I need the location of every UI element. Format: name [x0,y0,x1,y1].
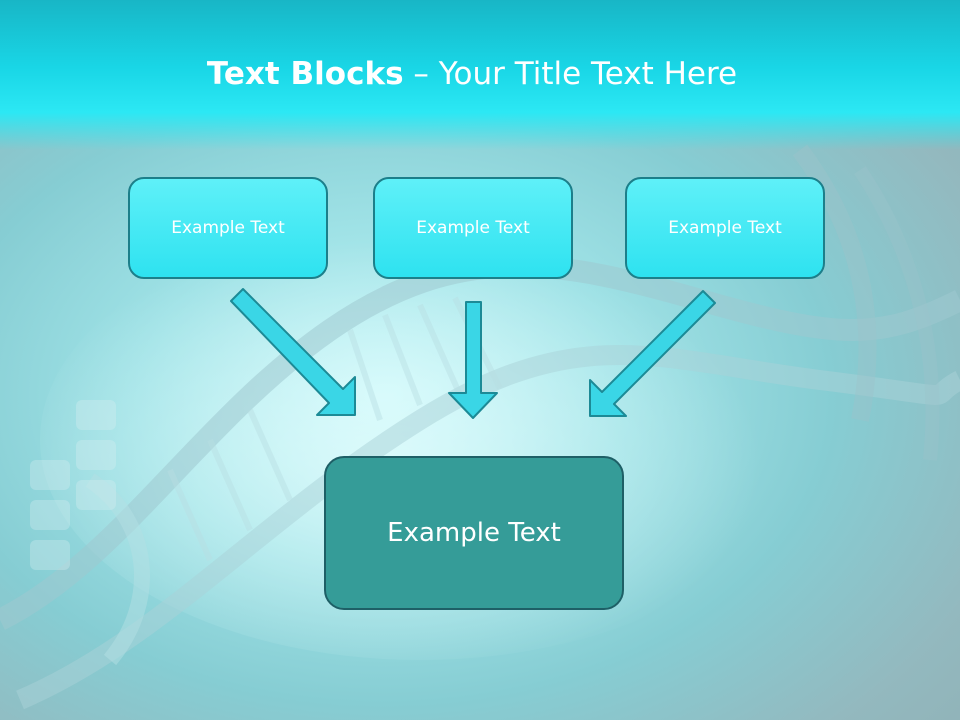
text-block-bottom-label: Example Text [387,518,561,548]
text-block-right-label: Example Text [668,218,782,238]
text-block-center-label: Example Text [416,218,530,238]
text-block-bottom[interactable]: Example Text [324,456,624,610]
text-block-right[interactable]: Example Text [625,177,825,279]
title-bold: Text Blocks [206,56,404,92]
text-block-left[interactable]: Example Text [128,177,328,279]
title-separator: – [403,56,439,92]
title-rest: Your Title Text Here [438,56,738,92]
header-band [0,0,960,150]
text-block-left-label: Example Text [171,218,285,238]
text-block-center[interactable]: Example Text [373,177,573,279]
slide-title: Text Blocks – Your Title Text Here [0,56,944,92]
